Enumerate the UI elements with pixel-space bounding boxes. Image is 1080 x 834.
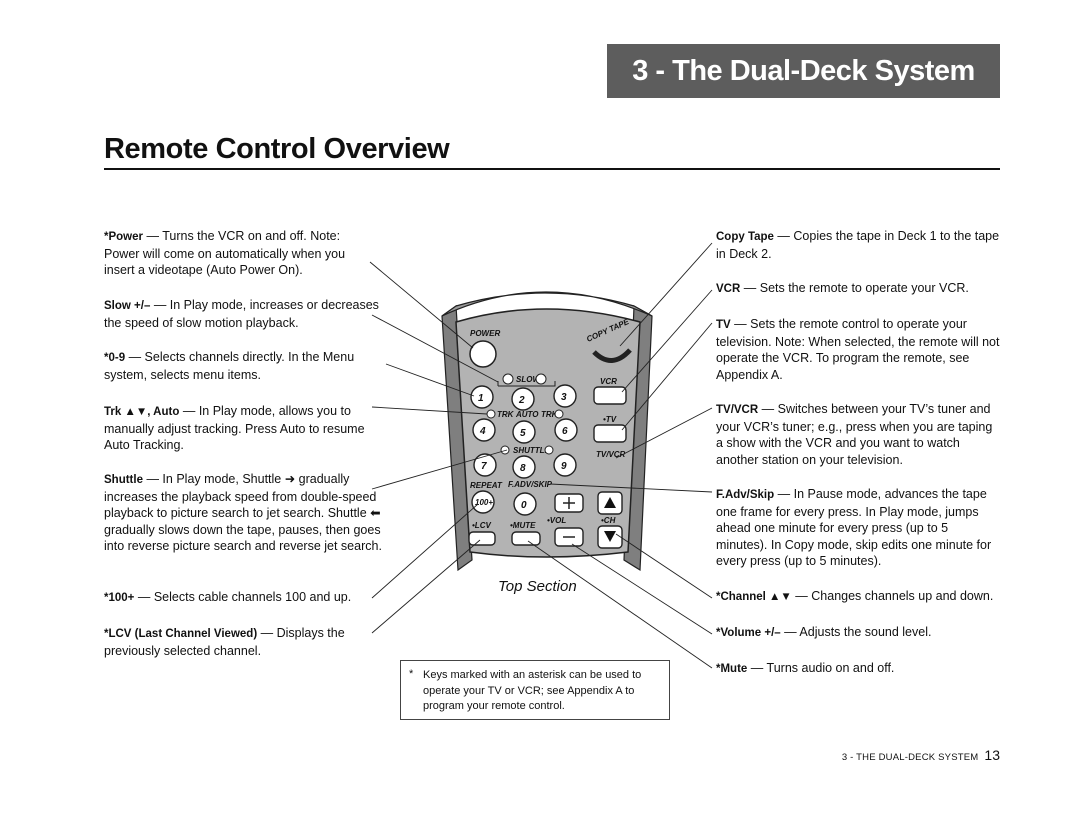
desc-lcv: *LCV (Last Channel Viewed) — Displays th… bbox=[104, 626, 345, 658]
fadv-skip-label: F.ADV/SKIP bbox=[508, 480, 553, 489]
lcv-button bbox=[468, 531, 496, 546]
svg-text:TRK: TRK bbox=[541, 410, 559, 419]
power-label: POWER bbox=[470, 329, 500, 338]
footnote-box: * Keys marked with an asterisk can be us… bbox=[400, 660, 670, 720]
vcr-button bbox=[593, 386, 627, 405]
desc-tv-vcr: TV/VCR — Switches between your TV’s tune… bbox=[716, 402, 993, 467]
chapter-tab: 3 - The Dual-Deck System bbox=[607, 44, 1000, 98]
repeat-label: REPEAT bbox=[470, 481, 503, 490]
svg-text:8: 8 bbox=[520, 463, 526, 474]
vol-label: •VOL bbox=[547, 516, 566, 525]
desc-vcr: VCR — Sets the remote to operate your VC… bbox=[716, 281, 969, 295]
desc-channel: *Channel ▲▼ — Changes channels up and do… bbox=[716, 589, 994, 603]
svg-text:7: 7 bbox=[481, 461, 487, 472]
desc-tv: TV — Sets the remote control to operate … bbox=[716, 317, 1000, 382]
slow-minus-icon bbox=[502, 373, 514, 385]
mute-label: •MUTE bbox=[510, 521, 536, 530]
auto-label: AUTO bbox=[515, 410, 539, 419]
desc-volume: *Volume +/– — Adjusts the sound level. bbox=[716, 625, 932, 639]
svg-text:3: 3 bbox=[561, 392, 567, 403]
footnote-star: * bbox=[409, 668, 414, 680]
desc-slow: Slow +/– — In Play mode, increases or de… bbox=[104, 298, 379, 330]
mute-button bbox=[511, 531, 541, 546]
tv-vcr-label: TV/VCR bbox=[596, 450, 626, 459]
page-footer: 3 - THE DUAL-DECK SYSTEM 13 bbox=[842, 747, 1000, 763]
desc-100plus: *100+ — Selects cable channels 100 and u… bbox=[104, 590, 352, 604]
desc-power: *Power — Turns the VCR on and off. Note:… bbox=[104, 229, 346, 278]
desc-mute: *Mute — Turns audio on and off. bbox=[716, 661, 895, 675]
tv-button bbox=[593, 424, 627, 443]
desc-digits: *0-9 — Selects channels directly. In the… bbox=[104, 350, 355, 382]
desc-copy-tape: Copy Tape — Copies the tape in Deck 1 to… bbox=[716, 229, 1000, 261]
footnote-text: Keys marked with an asterisk can be used… bbox=[423, 669, 642, 712]
ch-label: •CH bbox=[601, 516, 616, 525]
footer-section: 3 - THE DUAL-DECK SYSTEM bbox=[841, 752, 979, 763]
svg-text:100+: 100+ bbox=[475, 498, 493, 507]
desc-fadv-skip: F.Adv/Skip — In Pause mode, advances the… bbox=[716, 487, 992, 569]
svg-text:4: 4 bbox=[479, 426, 486, 437]
svg-text:5: 5 bbox=[520, 428, 526, 439]
desc-shuttle: Shuttle — In Play mode, Shuttle ➜ gradua… bbox=[104, 472, 382, 554]
lcv-label: •LCV bbox=[472, 521, 491, 530]
page-number: 13 bbox=[984, 747, 1000, 763]
svg-text:0: 0 bbox=[521, 500, 527, 511]
svg-text:6: 6 bbox=[562, 426, 568, 437]
figure-caption: Top Section bbox=[498, 578, 577, 595]
title-rule bbox=[104, 168, 1000, 170]
svg-text:9: 9 bbox=[561, 461, 567, 472]
trk-label: TRK bbox=[497, 410, 515, 419]
vcr-label: VCR bbox=[600, 377, 617, 386]
desc-tracking: Trk ▲▼, Auto — In Play mode, allows you … bbox=[104, 404, 365, 453]
section-title: Remote Control Overview bbox=[104, 133, 450, 165]
slow-label: SLOW bbox=[516, 375, 541, 384]
shuttle-label: SHUTTLE bbox=[513, 446, 551, 455]
slow-plus-icon bbox=[535, 373, 547, 385]
tv-label: •TV bbox=[603, 415, 617, 424]
svg-text:1: 1 bbox=[478, 393, 484, 404]
svg-text:2: 2 bbox=[518, 395, 525, 406]
power-button bbox=[469, 340, 497, 368]
